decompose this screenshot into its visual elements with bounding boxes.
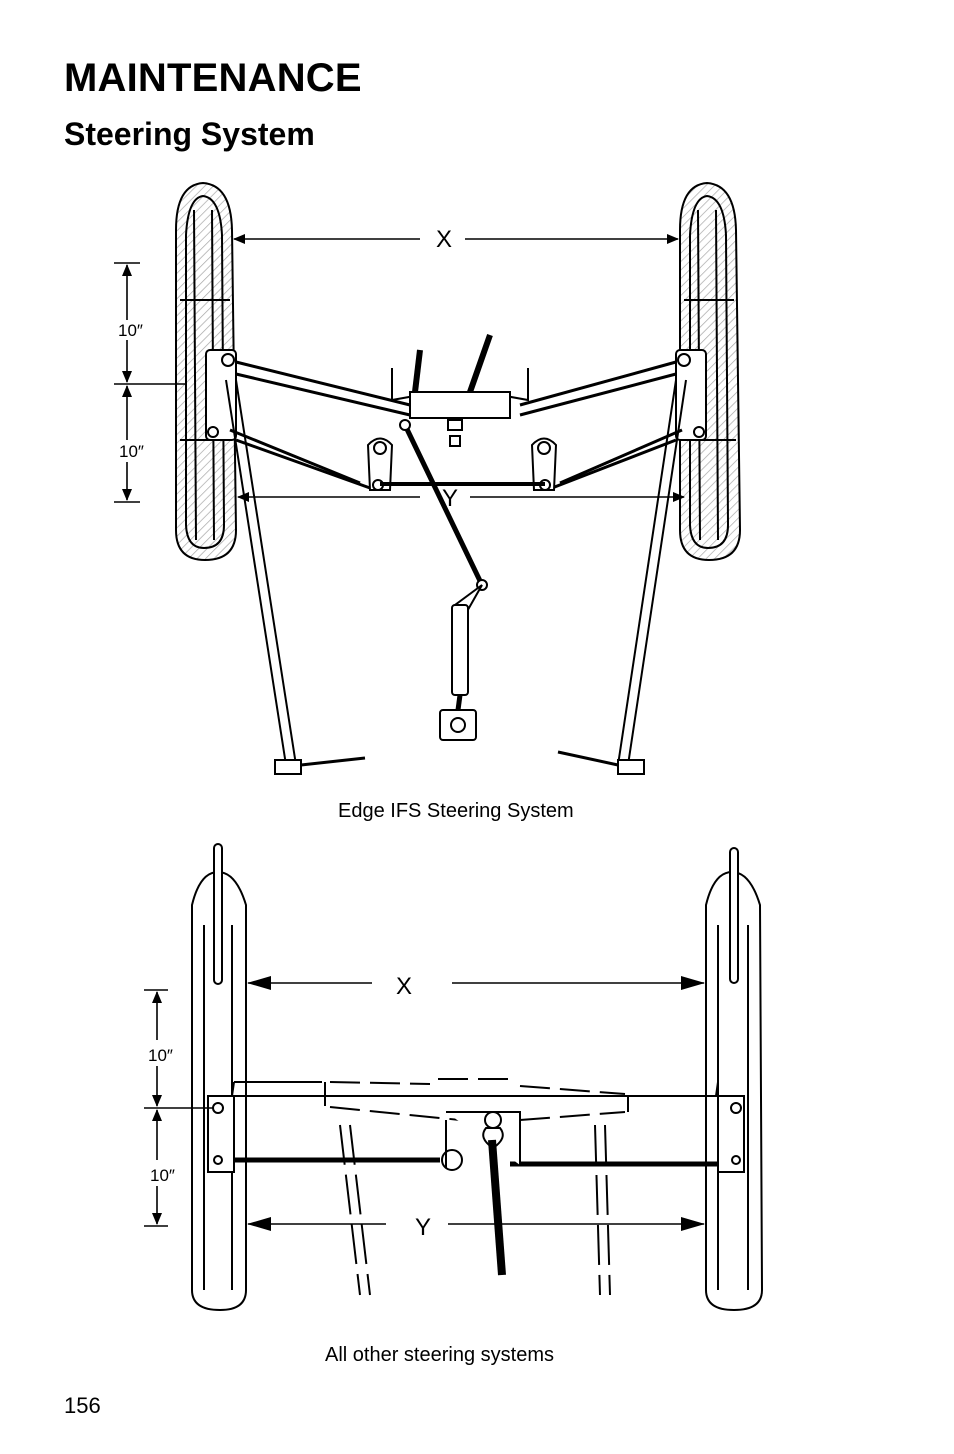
dimension-lower-label: 10″ xyxy=(119,442,144,461)
upper-a-arms xyxy=(235,360,677,417)
figure-caption-other: All other steering systems xyxy=(325,1344,554,1366)
lower-a-arms xyxy=(229,428,683,490)
dimension-y-label: Y xyxy=(442,485,458,512)
dimension-upper-label-2: 10″ xyxy=(148,1046,173,1065)
subsection-title: Steering System xyxy=(64,116,315,152)
tie-rods xyxy=(234,1111,718,1276)
edge-ifs-diagram: X Y 10″ 10″ xyxy=(114,181,742,775)
figure-caption-edge: Edge IFS Steering System xyxy=(338,800,574,822)
spindles xyxy=(205,349,707,441)
vertical-dimensions xyxy=(114,262,186,503)
right-ski xyxy=(679,181,742,562)
dimension-lower-label-2: 10″ xyxy=(150,1166,175,1185)
page-number: 156 xyxy=(64,1393,101,1418)
vertical-dimensions-2 xyxy=(144,989,214,1227)
steering-linkage xyxy=(366,419,558,591)
crossmember xyxy=(391,334,529,447)
right-ski-simple xyxy=(705,847,764,1312)
radius-rods xyxy=(225,379,687,775)
dimension-x-label: X xyxy=(436,226,452,253)
dimension-upper-label: 10″ xyxy=(118,321,143,340)
section-title: MAINTENANCE xyxy=(64,56,362,100)
dimension-x-label-2: X xyxy=(396,973,412,1000)
front-frame xyxy=(230,1078,719,1296)
left-ski-simple xyxy=(191,843,247,1312)
steering-column xyxy=(439,584,483,741)
dimension-y-label-2: Y xyxy=(415,1214,431,1241)
